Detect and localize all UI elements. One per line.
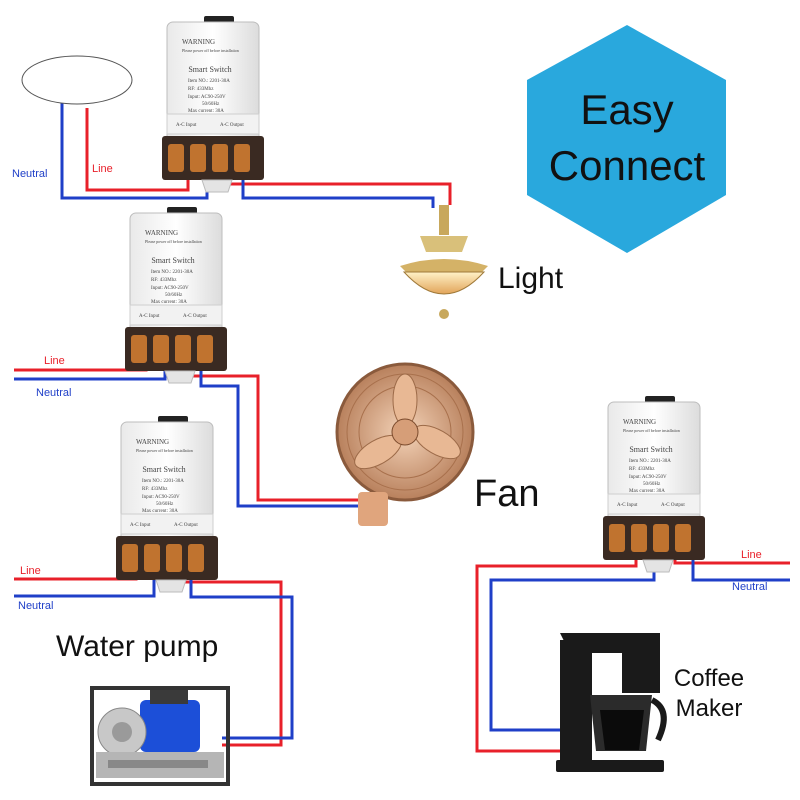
switch-spec-rf: RF: 433Mhz (188, 87, 214, 92)
switch-spec-input: Input: AC90-250V (188, 95, 226, 100)
fan-out-neutral-wire (199, 360, 365, 508)
switch-spec-current: Max current: 30A (142, 509, 178, 514)
switch-title: Smart Switch (151, 256, 194, 265)
switch-port-input: A-C Input (617, 503, 638, 508)
fan-line-label: Line (44, 355, 65, 367)
switch-spec-input: Input: AC90-250V (151, 286, 189, 291)
switch-warning: WARNING (623, 418, 656, 426)
switch-spec-freq: 50/60Hz (202, 102, 220, 107)
smart-switch-coffee: WARNING Please power off before installa… (602, 395, 706, 573)
switch-spec-input: Input: AC90-250V (142, 495, 180, 500)
coffee-neutral-label: Neutral (732, 581, 767, 593)
smart-switch-pump: WARNING Please power off before installa… (115, 415, 219, 593)
switch-port-output: A-C Output (661, 503, 685, 508)
switch-port-output: A-C Output (183, 314, 207, 319)
switch-spec-freq: 50/60Hz (165, 293, 183, 298)
smart-switch-fan: WARNING Please power off before installa… (124, 206, 228, 384)
pump-neutral-label: Neutral (18, 600, 53, 612)
switch-spec-current: Max current: 30A (188, 109, 224, 114)
easy-connect-badge: Easy Connect (527, 25, 726, 253)
wall-fan-icon (335, 362, 475, 526)
switch-title: Smart Switch (629, 445, 672, 454)
switch-spec-item: Item NO.: 2201-30A (142, 479, 184, 484)
switch-spec-item: Item NO.: 2201-30A (151, 270, 193, 275)
top-neutral-label: Neutral (12, 168, 47, 180)
switch-warning-sub: Please power off before installation (623, 428, 680, 433)
switch-port-input: A-C Input (139, 314, 160, 319)
switch-spec-item: Item NO.: 2201-30A (188, 79, 230, 84)
badge-line2: Connect (549, 142, 706, 189)
switch-title: Smart Switch (188, 65, 231, 74)
coffee-maker-label-line2: Maker (676, 695, 743, 722)
water-pump-label: Water pump (56, 630, 218, 663)
fan-label: Fan (474, 473, 539, 515)
pump-out-neutral-wire (189, 568, 294, 740)
light-label: Light (498, 262, 564, 295)
coffee-maker-label-line1: Coffee (674, 665, 744, 692)
switch-warning: WARNING (136, 438, 169, 446)
coffee-line-label: Line (741, 549, 762, 561)
switch-warning: WARNING (182, 38, 215, 46)
switch-spec-freq: 50/60Hz (643, 482, 661, 487)
switch-spec-current: Max current: 30A (151, 300, 187, 305)
switch-spec-input: Input: AC90-250V (629, 475, 667, 480)
water-pump-icon (90, 686, 230, 786)
ceiling-oval (21, 55, 133, 105)
switch-spec-item: Item NO.: 2201-30A (629, 459, 671, 464)
switch-spec-rf: RF: 433Mhz (151, 278, 177, 283)
coffee-out-line-wire (475, 550, 638, 753)
switch-port-output: A-C Output (174, 523, 198, 528)
badge-line1: Easy (580, 86, 673, 133)
switch-title: Smart Switch (142, 465, 185, 474)
switch-warning: WARNING (145, 229, 178, 237)
smart-switch-top: WARNING Please power off before installa… (161, 15, 265, 193)
coffee-maker-icon (556, 633, 667, 772)
fan-neutral-label: Neutral (36, 387, 71, 399)
switch-spec-rf: RF: 433Mhz (629, 467, 655, 472)
switch-port-input: A-C Input (176, 123, 197, 128)
switch-warning-sub: Please power off before installation (182, 48, 239, 53)
switch-warning-sub: Please power off before installation (145, 239, 202, 244)
switch-spec-current: Max current: 30A (629, 489, 665, 494)
badge-hexagon (527, 25, 726, 253)
switch-warning-sub: Please power off before installation (136, 448, 193, 453)
switch-spec-freq: 50/60Hz (156, 502, 174, 507)
switch-port-input: A-C Input (130, 523, 151, 528)
switch-port-output: A-C Output (220, 123, 244, 128)
pump-line-label: Line (20, 565, 41, 577)
ceiling-light-icon (400, 205, 488, 319)
switch-spec-rf: RF: 433Mhz (142, 487, 168, 492)
light-neutral-wire (241, 168, 435, 208)
top-line-label: Line (92, 163, 113, 175)
